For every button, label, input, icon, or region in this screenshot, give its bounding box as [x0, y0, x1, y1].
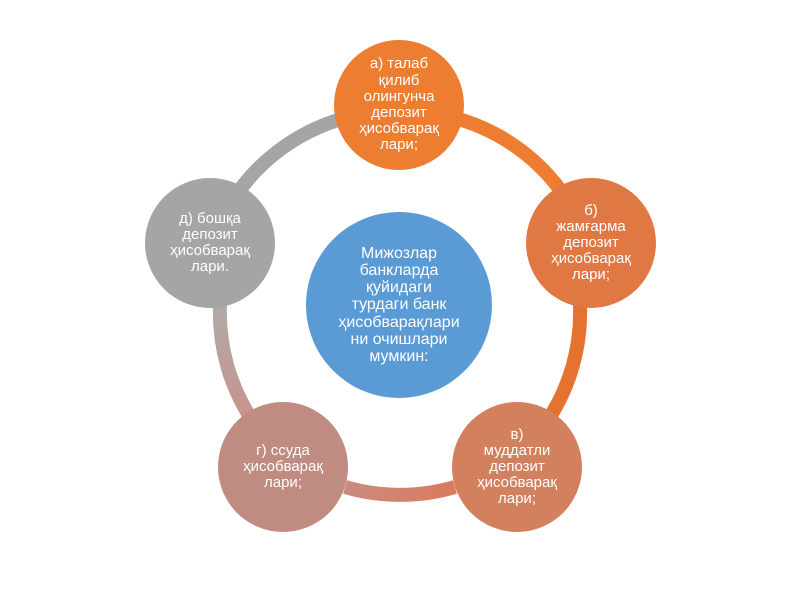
node-a: а) талаб қилиб олингунча депозит ҳисобва… — [334, 40, 464, 170]
node-g: г) ссуда ҳисобварақ лари; — [218, 402, 348, 532]
center-node: Мижозлар банкларда қуйидаги турдаги банк… — [306, 212, 492, 398]
node-d-label: д) бошқа депозит ҳисобварақ лари. — [170, 209, 250, 276]
ring-segment-g-d — [212, 304, 258, 424]
node-b: б) жамғарма депозит ҳисобварақ лари; — [526, 178, 656, 308]
node-a-label: а) талаб қилиб олингунча депозит ҳисобва… — [359, 55, 439, 154]
node-b-label: б) жамғарма депозит ҳисобварақ лари; — [551, 201, 631, 284]
ring-segment-a-b — [453, 111, 572, 202]
ring-segment-d-a — [228, 111, 347, 202]
center-node-label: Мижозлар банкларда қуйидаги турдаги банк… — [338, 244, 460, 366]
ring-segment-v-g — [343, 480, 457, 502]
node-v-label: в) муддатли депозит ҳисобварақ лари; — [477, 425, 557, 508]
ring-segment-b-v — [542, 304, 588, 424]
node-v: в) муддатли депозит ҳисобварақ лари; — [452, 402, 582, 532]
node-g-label: г) ссуда ҳисобварақ лари; — [243, 441, 323, 492]
node-d: д) бошқа депозит ҳисобварақ лари. — [145, 178, 275, 308]
